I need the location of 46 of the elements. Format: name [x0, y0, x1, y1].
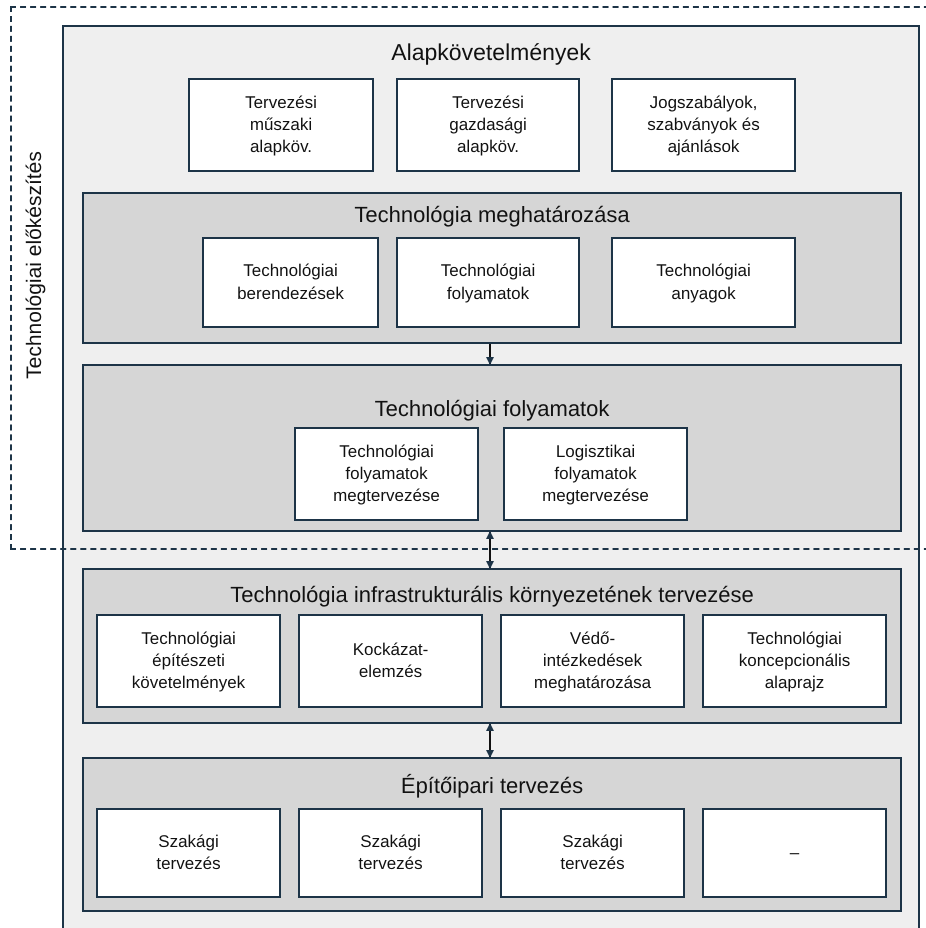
arrow — [486, 531, 494, 569]
box-label: Szakági tervezés — [357, 830, 424, 875]
box-label: Technológiai koncepcionális alaprajz — [738, 628, 852, 694]
section-heading: Technológiai folyamatok — [374, 396, 610, 422]
process-box — [396, 237, 580, 328]
process-box — [298, 614, 483, 708]
vertical-label: Technológiai előkészítés — [23, 151, 47, 379]
box-label: Szakági tervezés — [559, 830, 626, 875]
box-label: Kockázat-elemzés — [352, 638, 430, 683]
arrow — [486, 344, 494, 365]
process-box — [611, 78, 796, 172]
box-label: – — [790, 842, 800, 864]
box-label: Logisztikai folyamatok megtervezése — [541, 440, 650, 508]
box-label: Technológiai anyagok — [655, 260, 752, 304]
process-box — [503, 427, 688, 521]
arrow — [486, 723, 494, 758]
box-label: Jogszabályok, szabványok és ajánlások — [646, 92, 761, 158]
box-label: Technológiai folyamatok megtervezése — [332, 440, 441, 508]
section-heading: Technológia infrastrukturális környezetének tervezése — [229, 582, 755, 608]
box-label: Védő-intézkedések meghatározása — [532, 628, 652, 694]
box-label: Technológiai folyamatok — [440, 260, 536, 304]
section-band — [82, 364, 902, 532]
box-label: Technológiai berendezések — [236, 260, 345, 304]
section-heading: Építőipari tervezés — [400, 773, 584, 799]
process-box — [500, 614, 685, 708]
box-label: Szakági tervezés — [155, 830, 222, 875]
outer-panel — [62, 25, 920, 928]
process-box — [702, 808, 887, 898]
section-band — [82, 568, 902, 724]
process-box — [702, 614, 887, 708]
section-heading: Alapkövetelmények — [390, 39, 592, 66]
box-label: Tervezési gazdasági alapköv. — [448, 92, 528, 158]
section-band — [82, 192, 902, 344]
process-box — [298, 808, 483, 898]
process-box — [294, 427, 479, 521]
section-band — [82, 757, 902, 912]
process-box — [396, 78, 580, 172]
section-heading: Technológia meghatározása — [353, 202, 631, 228]
process-box — [96, 808, 281, 898]
process-box — [96, 614, 281, 708]
box-label: Technológiai építészeti követelmények — [130, 628, 246, 694]
process-box — [611, 237, 796, 328]
process-box — [202, 237, 379, 328]
process-box — [500, 808, 685, 898]
box-label: Tervezési műszaki alapköv. — [244, 92, 318, 158]
process-box — [188, 78, 374, 172]
